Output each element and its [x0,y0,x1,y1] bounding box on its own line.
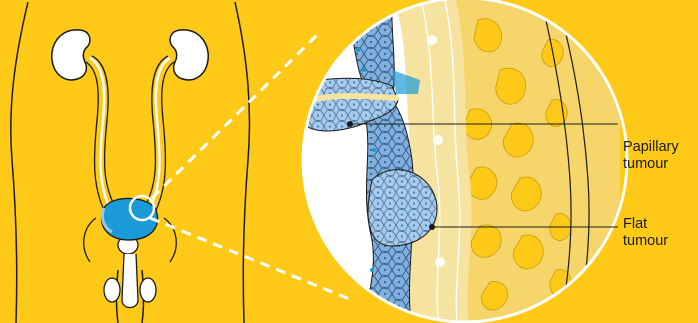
flat-label-line1: Flat [623,216,668,233]
bladder-icon [101,196,157,240]
papillary-label-line2: tumour [623,156,679,173]
kidney-left-icon [52,30,90,80]
ureters [86,56,174,218]
kidney-right-icon [170,30,208,80]
papillary-leader-dot [348,122,353,127]
papillary-label-line1: Papillary [623,139,679,156]
flat-leader-dot [430,225,435,230]
flat-label-line2: tumour [623,233,668,250]
papillary-tumour-label: Papillary tumour [623,139,679,173]
flat-tumour-label: Flat tumour [623,216,668,250]
magnified-bladder-wall-icon [295,0,640,323]
